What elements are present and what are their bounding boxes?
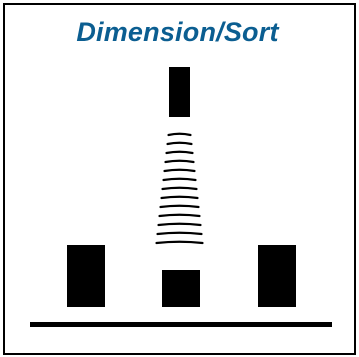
motion-line (164, 159, 195, 164)
motion-line (156, 231, 203, 236)
motion-line (159, 204, 200, 209)
motion-line (167, 132, 192, 137)
motion-line (157, 222, 202, 227)
page-title: Dimension/Sort (76, 17, 279, 47)
floating-bar (169, 67, 190, 117)
baseline (30, 322, 332, 327)
left-bar (67, 245, 105, 307)
motion-line (155, 240, 204, 245)
motion-line (166, 141, 193, 146)
motion-line (165, 150, 194, 155)
right-bar (258, 245, 296, 307)
motion-lines (155, 132, 204, 245)
motion-line (162, 177, 197, 182)
motion-line (161, 186, 198, 191)
motion-line (160, 195, 199, 200)
motion-line (163, 168, 196, 173)
motion-line (158, 213, 201, 218)
center-bar (162, 270, 200, 307)
